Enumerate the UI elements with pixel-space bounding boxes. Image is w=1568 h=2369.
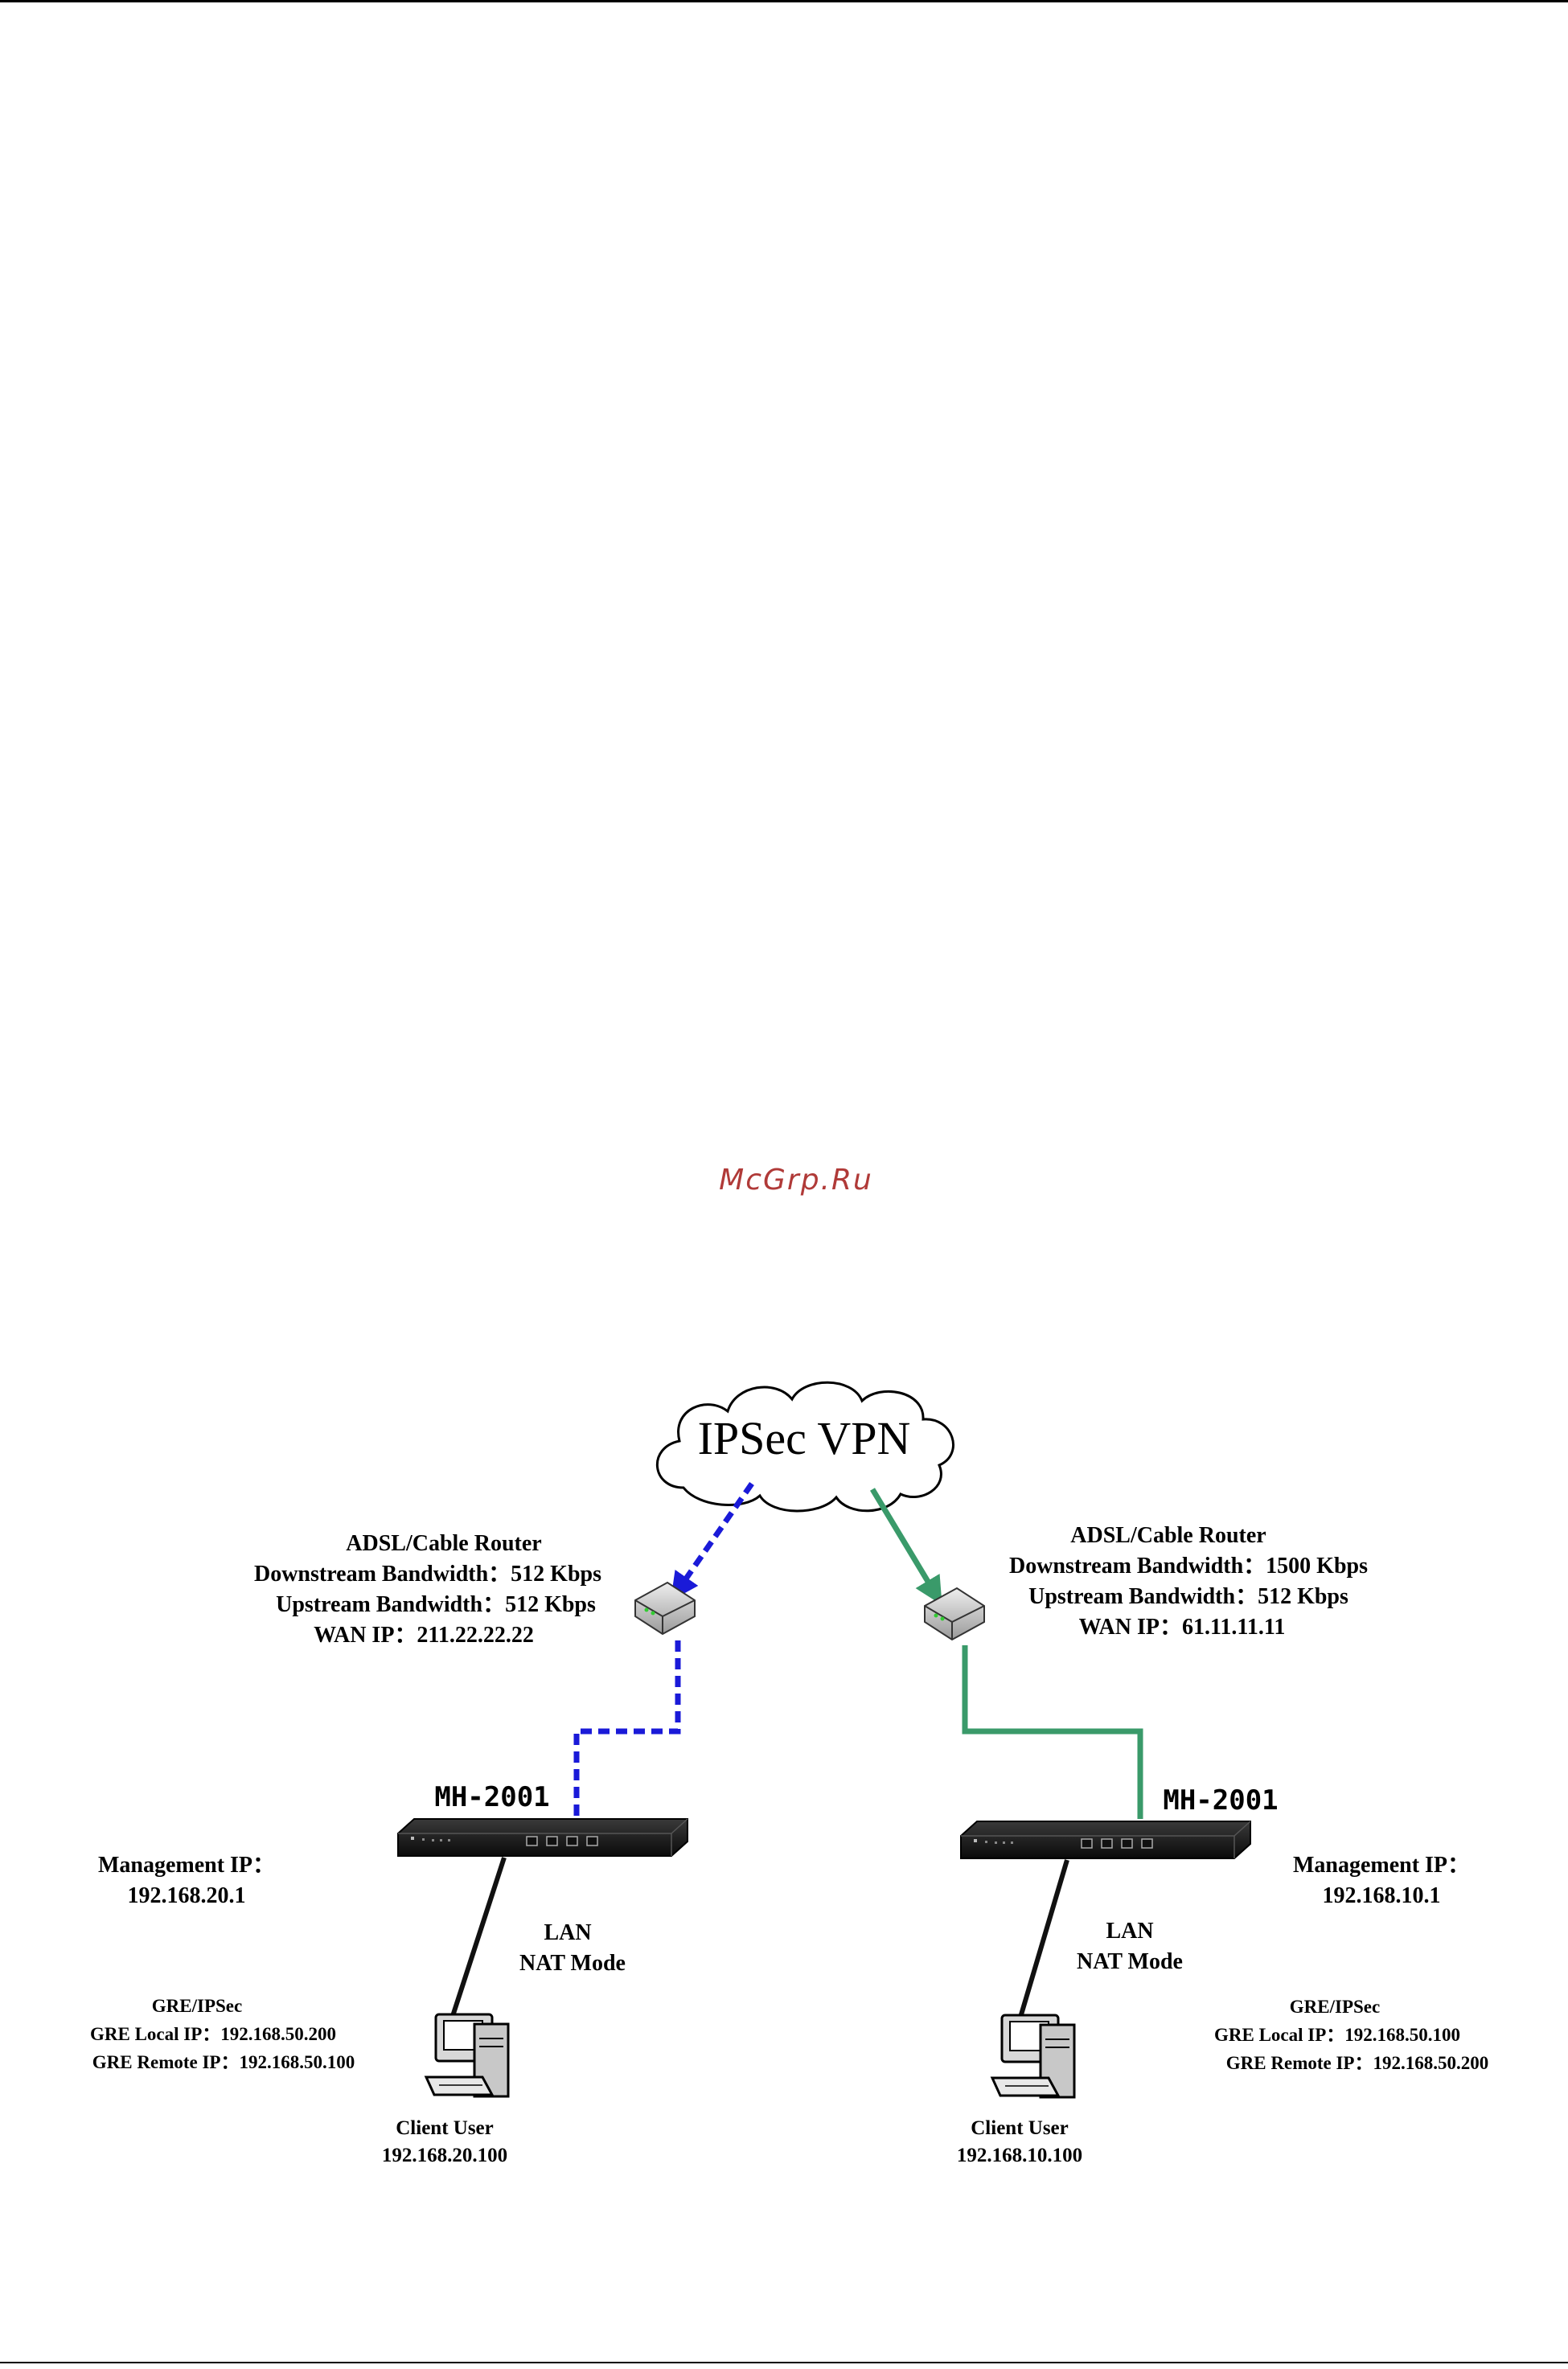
left-gre-local: GRE Local IP：192.168.50.200 xyxy=(90,2024,336,2044)
cloud-shape xyxy=(656,1381,954,1513)
bottom-rule xyxy=(0,2362,1568,2363)
left-management-label: Management IP： xyxy=(98,1853,275,1878)
right-client-computer-icon xyxy=(990,2014,1076,2099)
right-router-icon xyxy=(924,1587,985,1641)
left-lan-label: LAN xyxy=(544,1920,591,1945)
left-router-to-device xyxy=(573,1640,681,1819)
right-gre-title: GRE/IPSec xyxy=(1290,1997,1380,2017)
right-lan-label: LAN xyxy=(1106,1919,1153,1944)
right-management-label: Management IP： xyxy=(1293,1853,1470,1878)
left-router-wan-ip: WAN IP：211.22.22.22 xyxy=(314,1623,534,1648)
right-router-wan-ip: WAN IP：61.11.11.11 xyxy=(1079,1615,1286,1640)
right-wan-link xyxy=(870,1488,1143,1819)
left-gre-remote: GRE Remote IP：192.168.50.100 xyxy=(92,2052,355,2072)
left-wan-arrow xyxy=(671,1482,754,1601)
right-gre-local: GRE Local IP：192.168.50.100 xyxy=(1214,2025,1460,2045)
top-rule xyxy=(0,0,1568,2)
right-management-ip: 192.168.10.1 xyxy=(1323,1883,1441,1908)
right-wan-arrow xyxy=(870,1488,942,1605)
cloud-label: IPSec VPN xyxy=(698,1412,911,1464)
right-client-ip: 192.168.10.100 xyxy=(957,2145,1082,2166)
right-lan-link xyxy=(1017,1859,1069,2021)
left-lan-link xyxy=(449,1857,507,2019)
left-router-title: ADSL/Cable Router xyxy=(346,1531,541,1556)
right-nat-label: NAT Mode xyxy=(1077,1949,1183,1974)
right-router-upstream: Upstream Bandwidth：512 Kbps xyxy=(1028,1584,1348,1609)
left-wan-link xyxy=(573,1482,754,1819)
left-management-ip: 192.168.20.1 xyxy=(128,1883,246,1908)
left-router-icon xyxy=(634,1581,696,1636)
left-mh2001-device xyxy=(397,1818,688,1857)
left-router-upstream: Upstream Bandwidth：512 Kbps xyxy=(276,1592,596,1617)
left-device-label: MH-2001 xyxy=(434,1781,549,1813)
left-nat-label: NAT Mode xyxy=(519,1951,626,1976)
watermark-text: McGrp.Ru xyxy=(719,1164,873,1197)
right-router-to-device xyxy=(962,1645,1143,1819)
left-client-label: Client User xyxy=(396,2117,494,2139)
left-router-downstream: Downstream Bandwidth：512 Kbps xyxy=(254,1562,601,1587)
left-client-computer-icon xyxy=(424,2013,510,2098)
right-client-label: Client User xyxy=(971,2117,1069,2139)
right-router-downstream: Downstream Bandwidth：1500 Kbps xyxy=(1009,1554,1368,1579)
right-gre-remote: GRE Remote IP：192.168.50.200 xyxy=(1226,2053,1488,2073)
right-mh2001-device xyxy=(960,1821,1251,1859)
left-gre-title: GRE/IPSec xyxy=(152,1996,242,2016)
vpn-cloud: IPSec VPN xyxy=(656,1381,954,1513)
left-client-ip: 192.168.20.100 xyxy=(382,2145,507,2166)
right-device-label: MH-2001 xyxy=(1163,1784,1278,1817)
right-router-title: ADSL/Cable Router xyxy=(1070,1523,1266,1548)
